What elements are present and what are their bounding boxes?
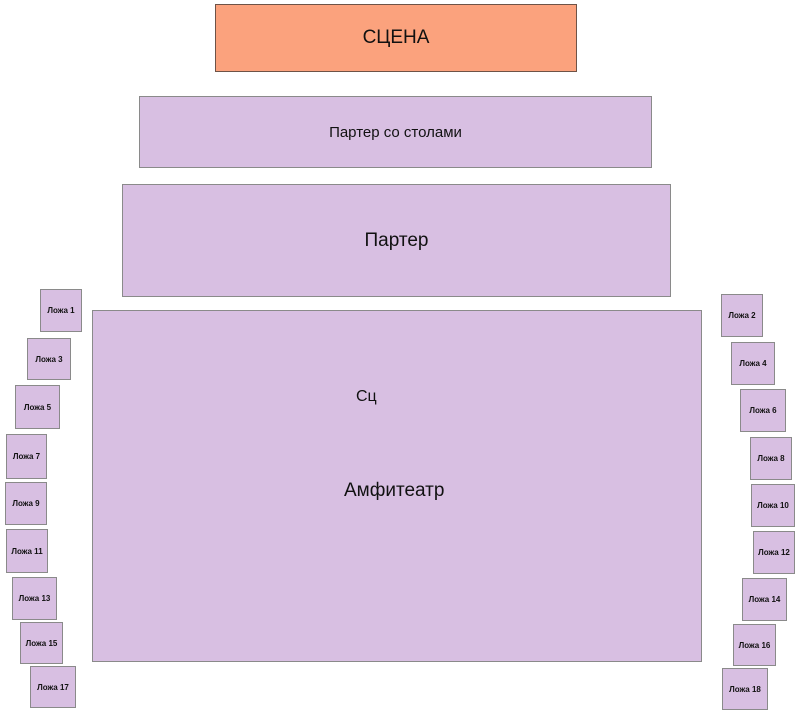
box-9[interactable]: Ложа 9 [5,482,47,525]
box-4[interactable]: Ложа 4 [731,342,775,385]
box-17[interactable]: Ложа 17 [30,666,76,708]
box-11[interactable]: Ложа 11 [6,529,48,573]
box-label: Ложа 9 [12,499,40,508]
box-label: Ложа 2 [728,311,756,320]
box-14[interactable]: Ложа 14 [742,578,787,621]
box-13[interactable]: Ложа 13 [12,577,57,620]
parter-with-tables-section[interactable]: Партер со столами [139,96,652,168]
box-7[interactable]: Ложа 7 [6,434,47,479]
box-10[interactable]: Ложа 10 [751,484,795,527]
box-1[interactable]: Ложа 1 [40,289,82,332]
box-label: Ложа 6 [749,406,777,415]
parter-with-tables-label: Партер со столами [329,123,462,141]
box-label: Ложа 16 [738,640,771,650]
box-16[interactable]: Ложа 16 [733,624,776,666]
box-label: Ложа 5 [23,402,52,412]
box-label: Ложа 15 [25,638,58,648]
amphitheatre-small-label: Сц [356,388,377,405]
box-12[interactable]: Ложа 12 [753,531,795,574]
stage-label: СЦЕНА [362,27,430,48]
box-label: Ложа 13 [18,594,51,603]
box-label: Ложа 7 [12,452,41,461]
stage: СЦЕНА [215,4,577,72]
box-2[interactable]: Ложа 2 [721,294,763,337]
box-18[interactable]: Ложа 18 [722,668,768,710]
box-label: Ложа 12 [758,548,790,557]
amphitheatre-section[interactable]: Сц Амфитеатр [92,310,702,662]
box-label: Ложа 4 [739,359,767,368]
box-15[interactable]: Ложа 15 [20,622,63,664]
box-label: Ложа 14 [748,595,781,604]
box-8[interactable]: Ложа 8 [750,437,792,480]
box-5[interactable]: Ложа 5 [15,385,60,429]
box-label: Ложа 11 [11,546,43,556]
box-6[interactable]: Ложа 6 [740,389,786,432]
box-label: Ложа 8 [757,454,785,463]
parter-label: Партер [364,229,429,251]
parter-section[interactable]: Партер [122,184,671,297]
amphitheatre-label: Амфитеатр [344,480,445,501]
box-label: Ложа 17 [37,682,69,692]
box-label: Ложа 3 [35,354,63,364]
box-label: Ложа 1 [47,306,75,315]
box-3[interactable]: Ложа 3 [27,338,71,380]
box-label: Ложа 10 [757,501,789,510]
box-label: Ложа 18 [729,684,761,694]
